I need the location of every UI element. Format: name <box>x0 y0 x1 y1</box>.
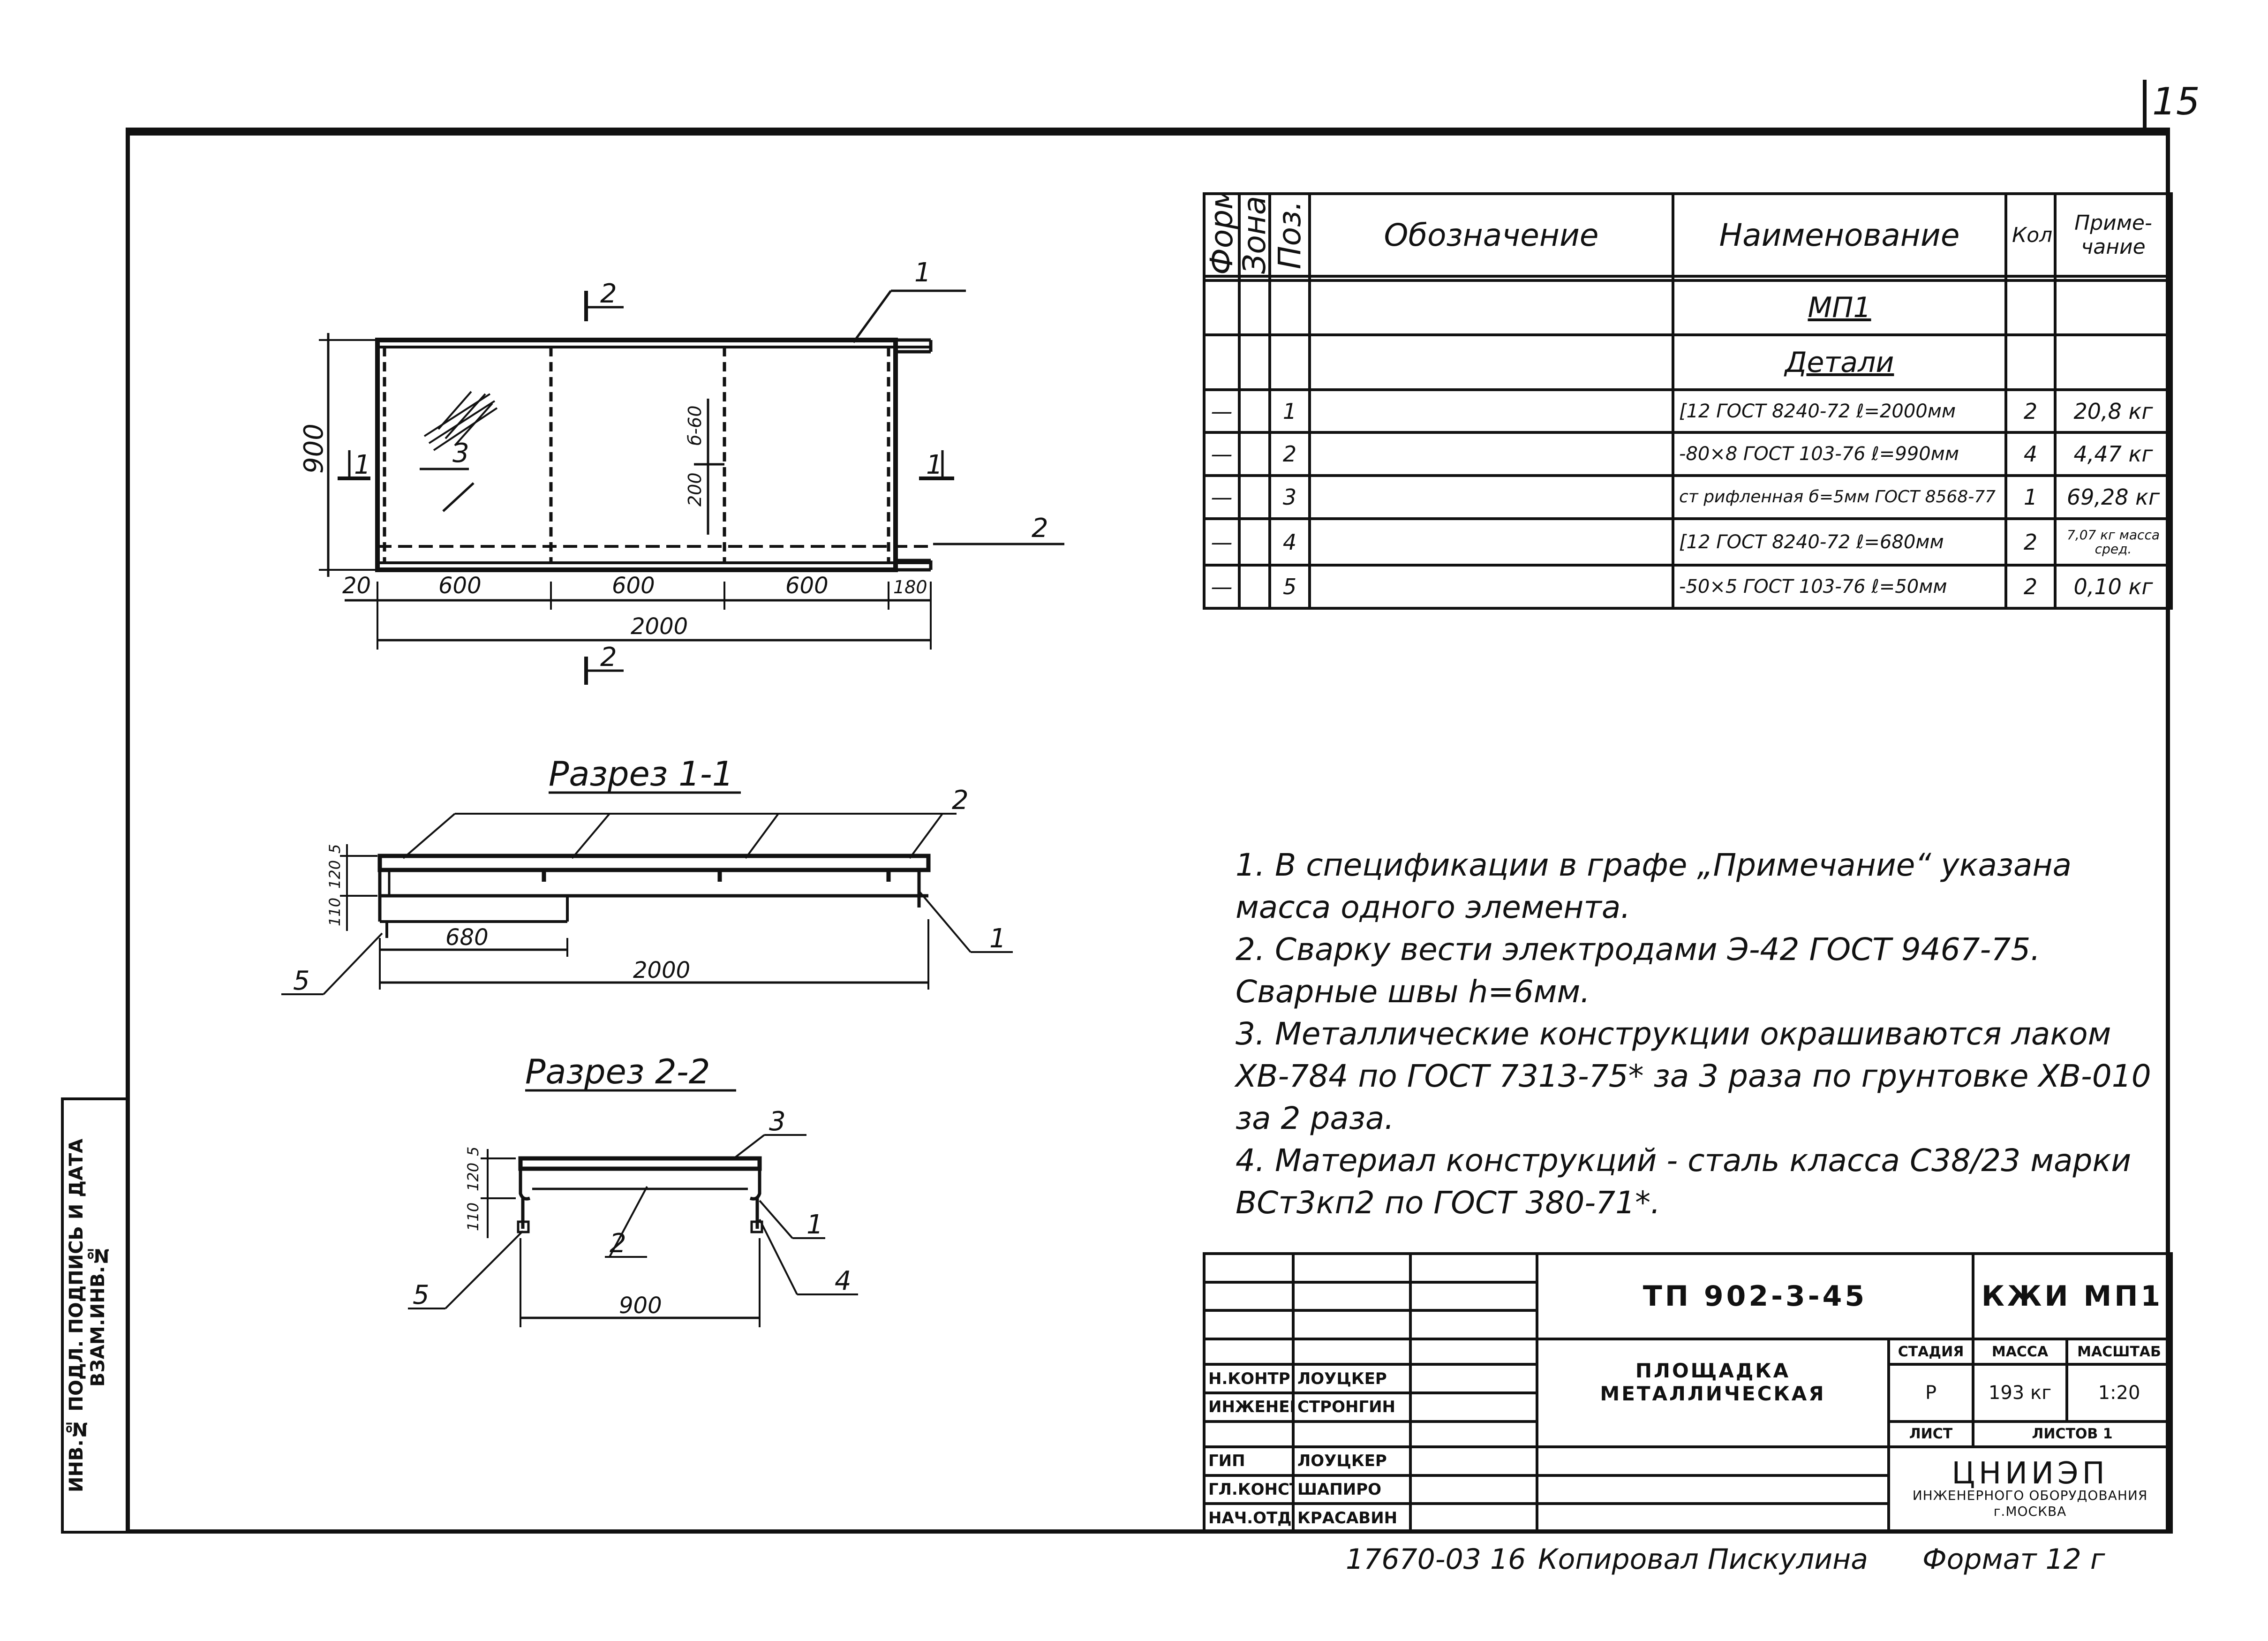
stage-label: СТАДИЯ <box>1887 1337 1975 1366</box>
dim-600-b: 600 <box>612 573 655 599</box>
title-block: ТП 902-3-45 КЖИ МП1 ПЛОЩАДКА МЕТАЛЛИЧЕСК… <box>1203 1252 2173 1534</box>
table-row: — 5 -50×5 ГОСТ 103-76 ℓ=50мм 2 0,10 кг <box>1203 564 2173 610</box>
spec-header-note: Приме-чание <box>2054 192 2173 278</box>
s2-callout-4: 4 <box>835 1266 851 1296</box>
specification-table: Формат Зона Поз. Обозначение Наименовани… <box>1203 192 2173 610</box>
role-gip: ГИП <box>1203 1445 1295 1477</box>
section-mark-1-left: 1 <box>354 450 371 480</box>
footer-copied: Копировал Пискулина <box>1538 1543 1869 1576</box>
s1-callout-2: 2 <box>952 785 969 816</box>
mass-label: МАССА <box>1972 1337 2069 1366</box>
left-strip-label: ИНВ.№ ПОДЛ. ПОДПИСЬ И ДАТА ВЗАМ.ИНВ.№ <box>66 1138 109 1493</box>
sheets-label: ЛИСТОВ 1 <box>1972 1420 2173 1449</box>
scale-value: 1:20 <box>2065 1363 2173 1423</box>
spec-row-group: МП1 <box>1203 279 2173 337</box>
plan-callout-1: 1 <box>914 257 931 288</box>
frame-top-line <box>126 128 2170 132</box>
spec-group-subtitle: Детали <box>1672 333 2007 391</box>
dim-180: 180 <box>893 577 927 597</box>
doc-part: КЖИ МП1 <box>1972 1252 2173 1340</box>
s1-dim-5: 5 <box>326 844 344 854</box>
footer-format: Формат 12 г <box>1922 1543 2105 1576</box>
spec-group-title: МП1 <box>1672 279 2007 337</box>
s1-callout-5: 5 <box>293 966 310 996</box>
sheet-number-box <box>2143 80 2174 131</box>
spec-header-designation: Обозначение <box>1308 192 1674 278</box>
note-2: 2. Сварку вести электродами Э-42 ГОСТ 94… <box>1236 931 2041 1010</box>
s2-callout-2: 2 <box>610 1228 626 1259</box>
s1-callout-1: 1 <box>989 923 1006 954</box>
drawing-title: ПЛОЩАДКА МЕТАЛЛИЧЕСКАЯ <box>1536 1337 1890 1449</box>
role-engineer: ИНЖЕНЕР <box>1203 1391 1295 1423</box>
s2-dim-900: 900 <box>619 1293 662 1319</box>
spec-header-pos: Поз. <box>1270 194 1310 276</box>
section-mark-2-top: 2 <box>600 279 617 309</box>
sheet-label: ЛИСТ <box>1887 1420 1975 1449</box>
drawing-views: 20 600 600 600 180 2000 900 200 б-60 1 2… <box>281 257 1064 1327</box>
table-row: — 2 -80×8 ГОСТ 103-76 ℓ=990мм 4 4,47 кг <box>1203 431 2173 477</box>
person-gip: ЛОУЦКЕР <box>1292 1445 1412 1477</box>
table-row: — 3 ст рифленная б=5мм ГОСТ 8568-77 1 69… <box>1203 474 2173 521</box>
section-1-title: Разрез 1-1 <box>549 754 734 794</box>
plan-callout-3: 3 <box>452 438 469 469</box>
note-1: 1. В спецификации в графе „Примечание“ у… <box>1236 847 2072 925</box>
role-head-dept: НАЧ.ОТД <box>1203 1502 1295 1534</box>
section-mark-2-bottom: 2 <box>600 642 617 673</box>
s2-callout-5: 5 <box>413 1280 429 1310</box>
dim-600-a: 600 <box>438 573 482 599</box>
notes: 1. В спецификации в графе „Примечание“ у… <box>1236 844 2169 1224</box>
s1-dim-2000: 2000 <box>633 957 690 983</box>
table-row: — 1 [12 ГОСТ 8240-72 ℓ=2000мм 2 20,8 кг <box>1203 388 2173 434</box>
mass-value: 193 кг <box>1972 1363 2069 1423</box>
table-row: — 4 [12 ГОСТ 8240-72 ℓ=680мм 2 7,07 кг м… <box>1203 517 2173 567</box>
role-nkontr: Н.КОНТР <box>1203 1363 1295 1394</box>
spec-header-name: Наименование <box>1672 192 2007 278</box>
person-nkontr: ЛОУЦКЕР <box>1292 1363 1412 1394</box>
spec-header-format: Формат <box>1204 194 1239 276</box>
organization: ЦНИИЭП ИНЖЕНЕРНОГО ОБОРУДОВАНИЯ г.МОСКВА <box>1887 1445 2173 1534</box>
s2-dim-110: 110 <box>464 1202 482 1231</box>
plan-callout-2: 2 <box>1032 513 1048 544</box>
dim-b60: б-60 <box>685 406 705 446</box>
section-mark-1-right: 1 <box>926 450 943 480</box>
dim-20: 20 <box>342 573 371 599</box>
spec-header-zone: Зона <box>1239 194 1270 276</box>
dim-900: 900 <box>299 423 329 474</box>
person-engineer: СТРОНГИН <box>1292 1391 1412 1423</box>
s2-dim-5: 5 <box>464 1147 482 1156</box>
doc-code: ТП 902-3-45 <box>1535 1252 1975 1340</box>
dim-200: 200 <box>685 472 705 507</box>
person-head-dept: КРАСАВИН <box>1292 1502 1412 1534</box>
spec-header-qty: Кол <box>2004 192 2057 278</box>
footer-inv: 17670-03 16 <box>1346 1543 1526 1576</box>
s2-callout-3: 3 <box>769 1106 786 1137</box>
section-2-title: Разрез 2-2 <box>525 1052 710 1091</box>
person-chief-designer: ШАПИРО <box>1292 1474 1412 1505</box>
spec-row-subgroup: Детали <box>1203 333 2173 391</box>
s2-callout-1: 1 <box>806 1210 823 1240</box>
s1-dim-120: 120 <box>326 860 344 889</box>
sheet-number: 15 <box>2152 80 2200 123</box>
spec-row-empty <box>1203 274 2173 282</box>
drawing-frame <box>126 131 2170 1534</box>
s1-dim-110: 110 <box>326 898 344 926</box>
dim-2000: 2000 <box>631 613 688 640</box>
plan-outline <box>375 338 898 572</box>
scale-label: МАСШТАБ <box>2065 1337 2173 1366</box>
s1-dim-680: 680 <box>445 924 489 951</box>
note-4: 4. Материал конструкций - сталь класса С… <box>1236 1142 2132 1221</box>
s2-dim-120: 120 <box>464 1163 482 1191</box>
left-margin-strip <box>61 1097 126 1534</box>
note-3: 3. Металлические конструкции окрашиваютс… <box>1236 1016 2151 1136</box>
role-chief-designer: ГЛ.КОНСТР <box>1203 1474 1295 1505</box>
stage-value: Р <box>1887 1363 1975 1423</box>
dim-600-c: 600 <box>785 573 829 599</box>
